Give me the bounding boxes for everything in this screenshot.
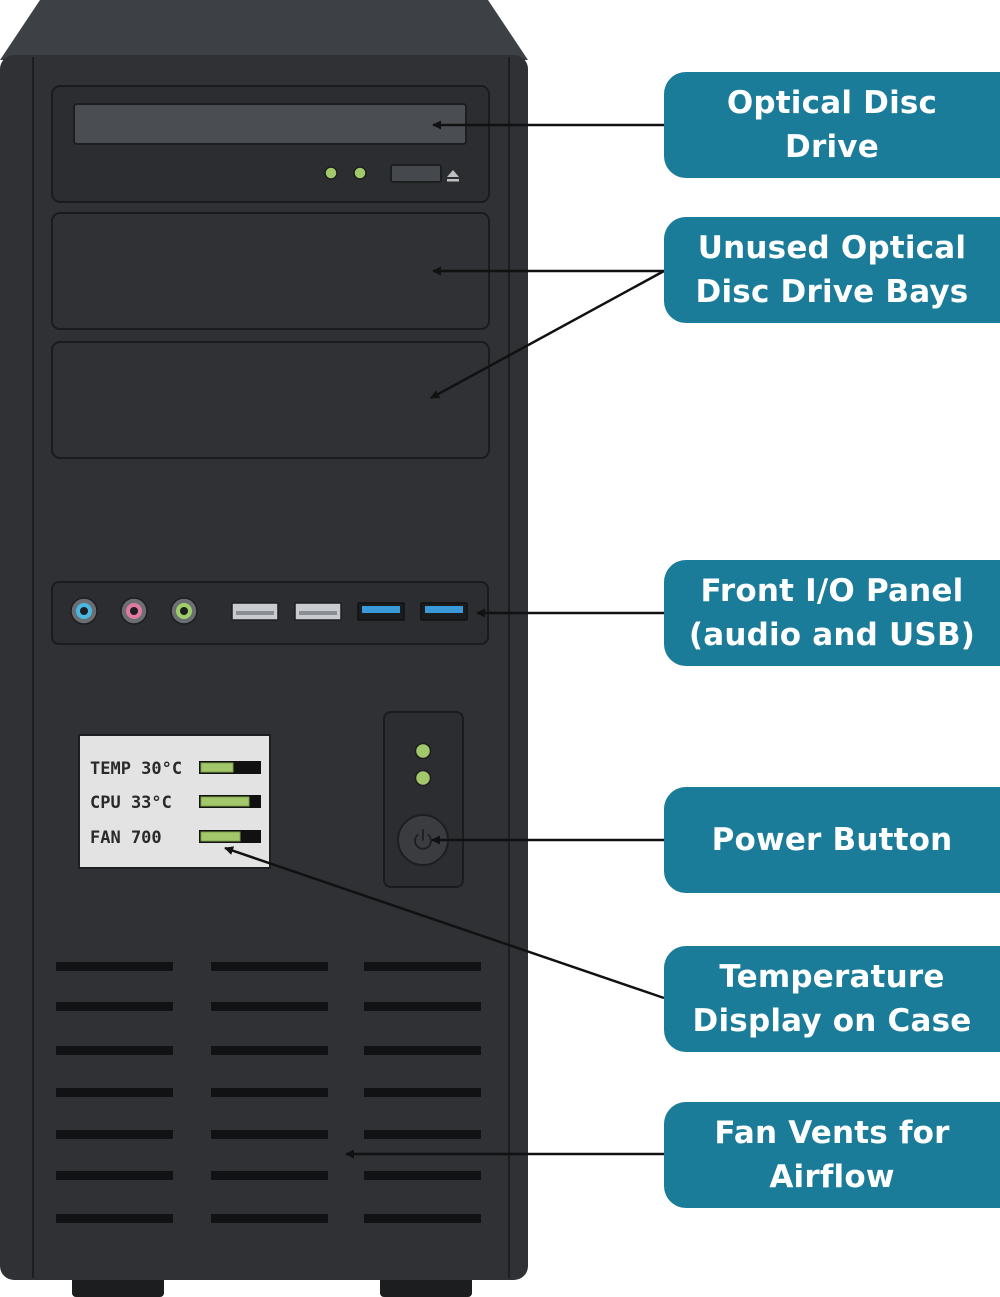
- eject-icon: [447, 170, 459, 182]
- audio-jack-blue[interactable]: [70, 597, 98, 625]
- arrow-temperature-display: [224, 846, 665, 1000]
- callout-fan-vents: Fan Vents for Airflow: [664, 1102, 1000, 1208]
- callout-temperature-display: Temperature Display on Case: [664, 946, 1000, 1052]
- power-icon: [414, 829, 432, 850]
- usb2-port-2[interactable]: [294, 602, 342, 621]
- optical-drive-tray: [73, 103, 467, 145]
- case-top-bevel: [0, 0, 528, 60]
- fan-vents: [56, 962, 481, 1223]
- lcd-temp-label: TEMP 30°C: [90, 759, 182, 779]
- lcd-cpu-bar: [199, 795, 261, 808]
- callout-optical-drive: Optical Disc Drive: [664, 72, 1000, 178]
- arrow-unused-bay-2: [430, 269, 665, 400]
- audio-jack-green[interactable]: [170, 597, 198, 625]
- drive-led-1: [324, 166, 338, 180]
- eject-button[interactable]: [390, 164, 442, 183]
- usb2-port-1[interactable]: [231, 602, 279, 621]
- unused-drive-bay-2: [51, 341, 490, 459]
- usb3-port-1[interactable]: [357, 602, 405, 621]
- unused-drive-bay-1: [51, 212, 490, 330]
- lcd-fan-bar: [199, 830, 261, 843]
- lcd-temp-bar: [199, 761, 261, 774]
- power-led-1: [414, 742, 432, 760]
- drive-led-2: [353, 166, 367, 180]
- usb3-port-2[interactable]: [420, 602, 468, 621]
- power-led-2: [414, 769, 432, 787]
- callout-unused-bays: Unused Optical Disc Drive Bays: [664, 217, 1000, 323]
- callout-power-button: Power Button: [664, 787, 1000, 893]
- lcd-cpu-label: CPU 33°C: [90, 793, 172, 813]
- callout-front-io: Front I/O Panel (audio and USB): [664, 560, 1000, 666]
- lcd-fan-label: FAN 700: [90, 828, 162, 848]
- audio-jack-pink[interactable]: [120, 597, 148, 625]
